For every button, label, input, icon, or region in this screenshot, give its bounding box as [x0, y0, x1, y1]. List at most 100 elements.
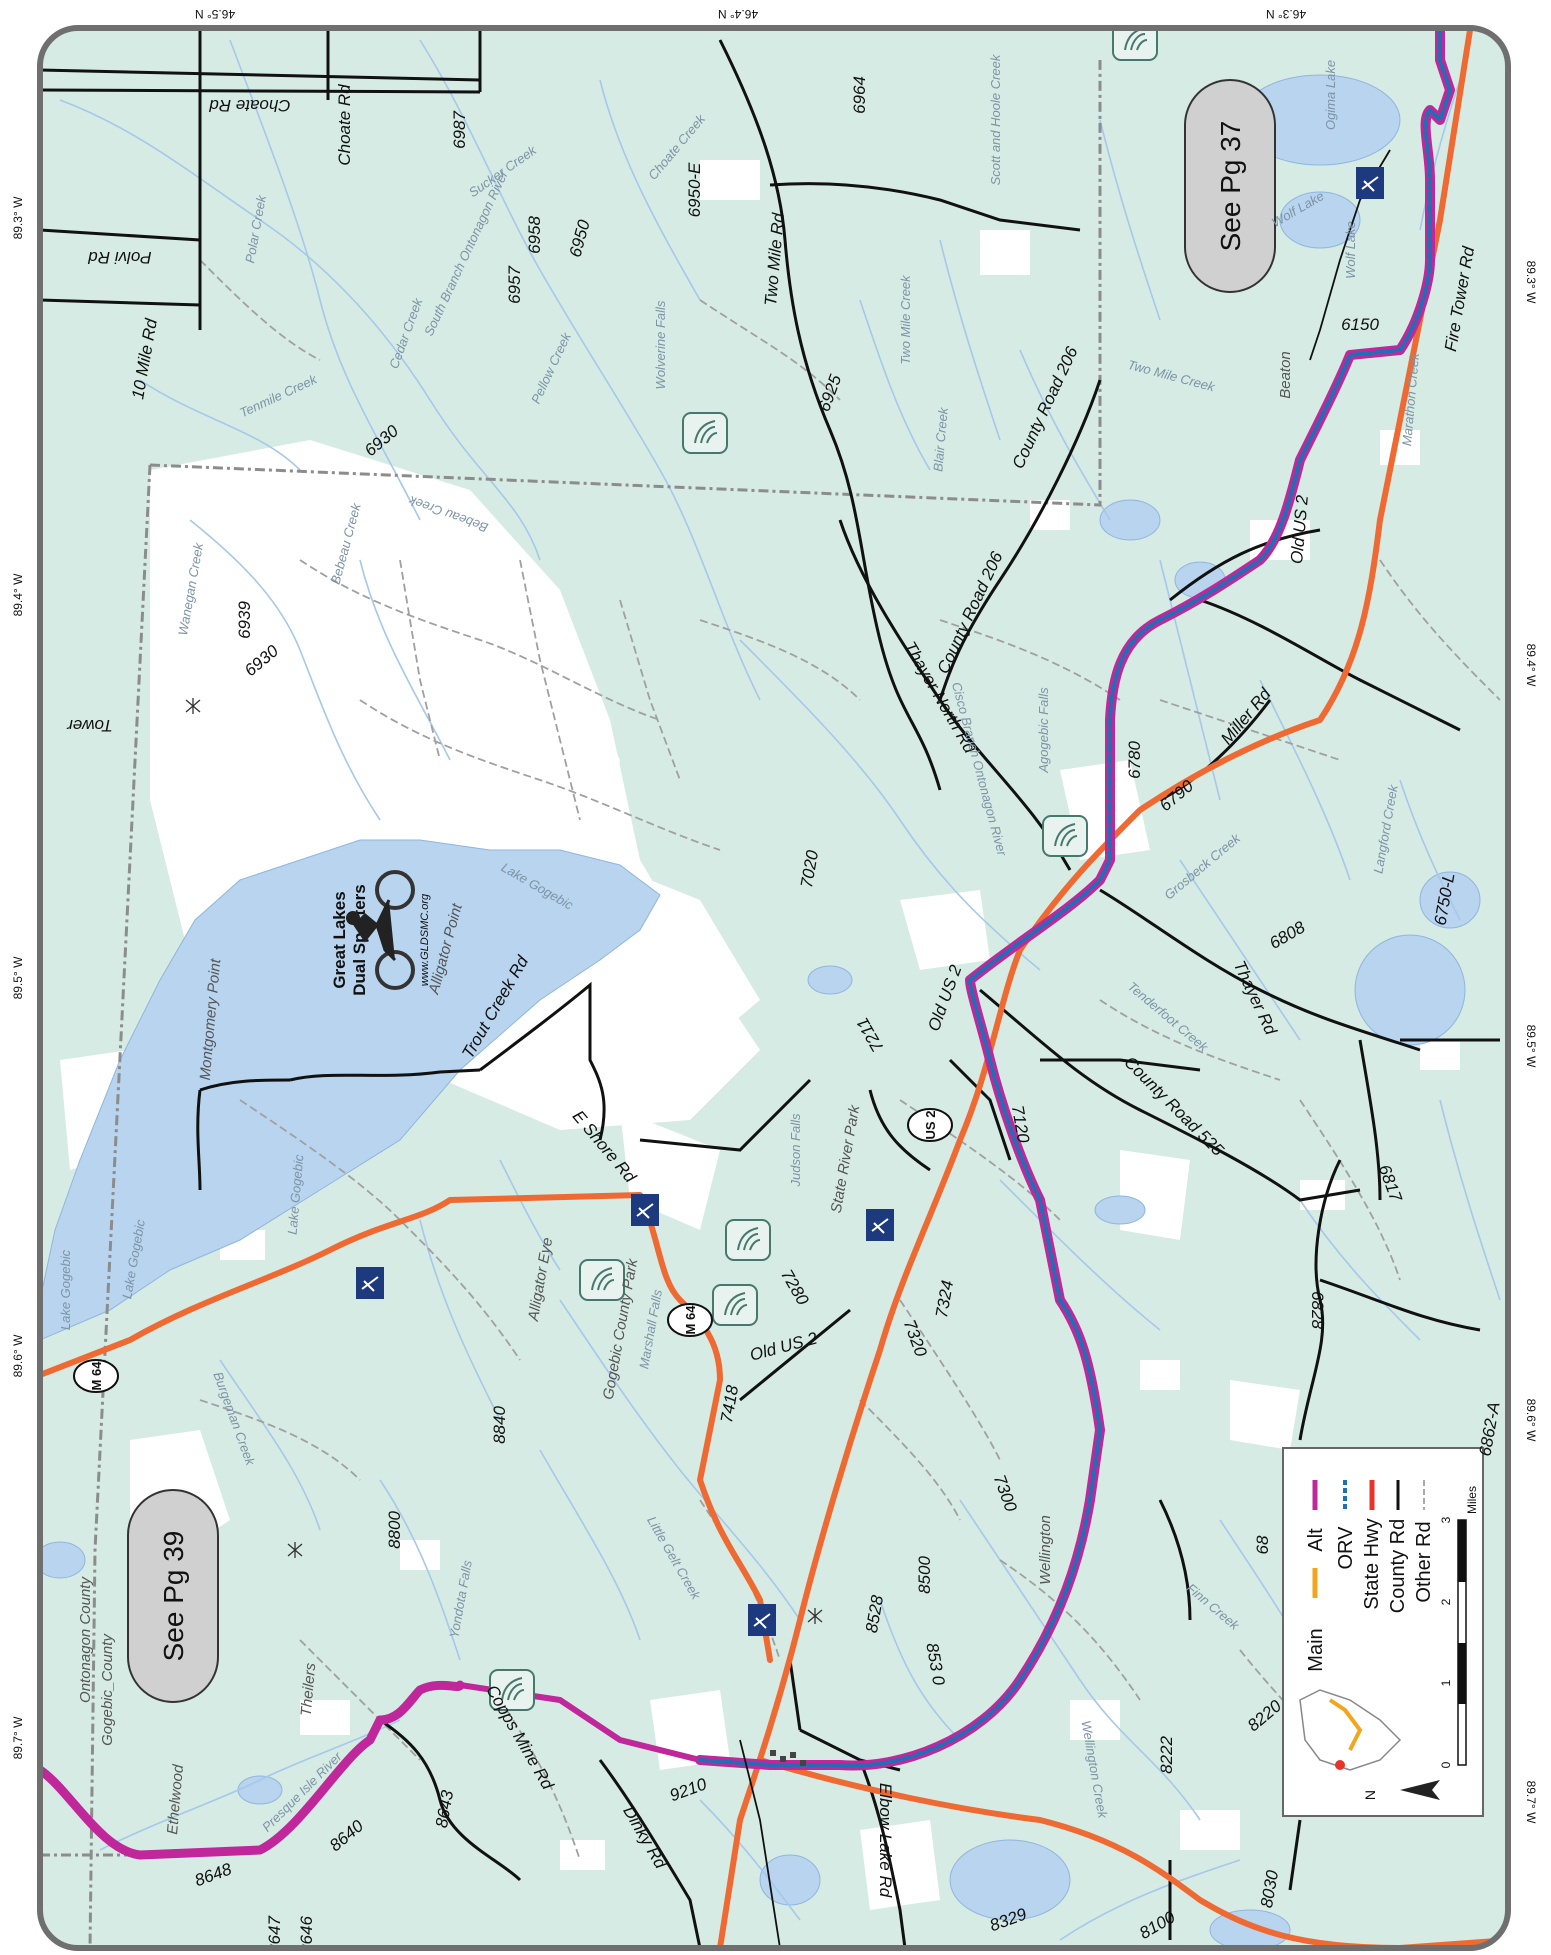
- place-label: Gogebic_County: [99, 1633, 116, 1746]
- coord-left-4: 89.6° W: [11, 1334, 25, 1377]
- road-label: Tower: [66, 716, 113, 735]
- m64-shield-north: M 64: [73, 1359, 119, 1393]
- m64-shield-label: M 64: [683, 1305, 698, 1335]
- road-label: 8646: [297, 1916, 316, 1954]
- coord-left-3: 89.5° W: [11, 956, 25, 999]
- tower-icon: [185, 698, 823, 1624]
- copps-mine-rd: [379, 1718, 522, 1882]
- us2-highway: [717, 28, 1473, 1948]
- water-label: Wolf Lake: [1343, 221, 1358, 279]
- waterfall-icon[interactable]: [725, 1219, 771, 1261]
- place-label: Theilers: [298, 1662, 320, 1717]
- county-road-525: [979, 988, 1361, 1202]
- map-body: M 64 M 64 US 2 See Pg 37 See Pg 39 Great…: [40, 28, 1508, 1954]
- coord-right-5: 89.7° W: [1524, 1781, 1538, 1824]
- legend-orv: ORV: [1335, 1480, 1357, 1569]
- m64-shield-label: M 64: [89, 1361, 104, 1391]
- north-label: N: [1362, 1790, 1378, 1800]
- scale-label-0: 0: [1439, 1761, 1453, 1768]
- legend-alt: Alt: [1305, 1480, 1327, 1552]
- road-label: 6939: [235, 601, 254, 639]
- coord-right-2: 89.4° W: [1524, 644, 1538, 687]
- coord-right-4: 89.6° W: [1524, 1399, 1538, 1442]
- water-label: Ogima Lake: [1323, 60, 1338, 130]
- north-arrow-icon: N: [1362, 1780, 1440, 1800]
- see-page-37-label: See Pg 37: [1215, 121, 1246, 252]
- road-label: 8500: [915, 1556, 934, 1594]
- coord-left-2: 89.4° W: [11, 573, 25, 616]
- waterfall-icon[interactable]: [1042, 815, 1088, 857]
- county-roads: [40, 30, 1500, 1948]
- scale-label-3: 3: [1439, 1516, 1453, 1523]
- road-label: Choate Rd: [335, 84, 354, 166]
- boat-launch-icon[interactable]: [748, 1604, 776, 1636]
- road-label: 6964: [850, 76, 869, 114]
- scale-unit: Miles: [1465, 1486, 1479, 1514]
- boat-launch-icon[interactable]: [1356, 167, 1384, 199]
- road-label: 6950-E: [685, 162, 704, 217]
- boat-launch-icon[interactable]: [631, 1194, 659, 1226]
- boat-launch-icon[interactable]: [356, 1267, 384, 1299]
- boat-launch-icon[interactable]: [866, 1209, 894, 1241]
- town-buildings: [770, 1750, 806, 1766]
- logo-url: www.GLDSMC.org: [419, 893, 431, 986]
- us2-shield: US 2: [907, 1108, 953, 1142]
- coord-top-1: 46.5° N: [195, 7, 235, 21]
- m64-highway: [40, 1192, 773, 1663]
- great-lakes-dual-sporters-logo: Great Lakes Dual Sporters www.GLDSMC.org: [330, 870, 431, 996]
- see-page-37-link[interactable]: See Pg 37: [1184, 79, 1276, 293]
- place-label: Ethelwood: [164, 1763, 187, 1835]
- wolf-lake: [1279, 191, 1361, 249]
- coord-top-2: 46.4° N: [718, 7, 758, 21]
- see-page-39-link[interactable]: See Pg 39: [127, 1489, 219, 1703]
- legend-county-rd: County Rd: [1387, 1480, 1409, 1613]
- other-roads: [199, 259, 1501, 1861]
- choate-rd: [40, 68, 481, 82]
- scale-label-1: 1: [1439, 1679, 1453, 1686]
- lake-gogebic: [40, 839, 661, 1341]
- water-label: Blair Creek: [930, 405, 951, 472]
- place-label: Beaton: [1277, 351, 1294, 399]
- orv-route: [695, 28, 1455, 1771]
- logo-line1: Great Lakes: [330, 891, 349, 988]
- streams: [59, 39, 1501, 1941]
- waterfall-icon[interactable]: [682, 412, 728, 454]
- place-label: Ontonagon County: [77, 1576, 94, 1703]
- road-label: 6828: [1308, 1291, 1327, 1329]
- water-label: Two Mile Creek: [898, 274, 913, 365]
- coord-top-3: 46.3° N: [1266, 7, 1306, 21]
- map-frame: [37, 25, 1511, 1951]
- us2-shield-label: US 2: [923, 1111, 938, 1140]
- legend-state-hwy-label: State Hwy: [1361, 1518, 1383, 1609]
- road-label: Elbow Lake Rd: [876, 1783, 895, 1898]
- road-label: 8647: [265, 1916, 284, 1954]
- map-legend: Alt Main ORV State Hwy County Rd Other R…: [1282, 1447, 1484, 1817]
- legend-alt-label: Alt: [1305, 1528, 1327, 1552]
- scale-label-2: 2: [1439, 1598, 1453, 1605]
- scale-bar: 0 1 2 3 Miles: [1439, 1486, 1479, 1768]
- waterfall-icon[interactable]: [712, 1284, 758, 1326]
- legend-main-label: Main: [1305, 1628, 1327, 1671]
- m64-shield-south: M 64: [667, 1303, 713, 1337]
- road-label: Polvi Rd: [88, 248, 152, 267]
- road-label: 6150: [1341, 315, 1379, 334]
- legend-orv-label: ORV: [1335, 1526, 1357, 1570]
- water-label: Agogebic Falls: [1036, 687, 1051, 774]
- coord-left-1: 89.3° W: [11, 196, 25, 239]
- waterfall-icon[interactable]: [579, 1259, 625, 1301]
- coord-right-1: 89.3° W: [1524, 261, 1538, 304]
- waterfall-icon[interactable]: [489, 1669, 535, 1711]
- road-label: Choate Rd: [209, 96, 291, 115]
- coord-left-5: 89.7° W: [11, 1716, 25, 1759]
- thayer-rd: [1099, 888, 1421, 1052]
- road-label: 6958: [525, 216, 544, 254]
- county-road-206: [938, 379, 1102, 701]
- road-label: 8222: [1157, 1736, 1176, 1774]
- elbow-lake-rd: [858, 1759, 907, 1948]
- water-label: Judson Falls: [788, 1113, 803, 1187]
- thayer-north-rd: [838, 519, 1072, 871]
- legend-other-rd: Other Rd: [1413, 1480, 1435, 1603]
- state-highways: [40, 28, 1508, 1948]
